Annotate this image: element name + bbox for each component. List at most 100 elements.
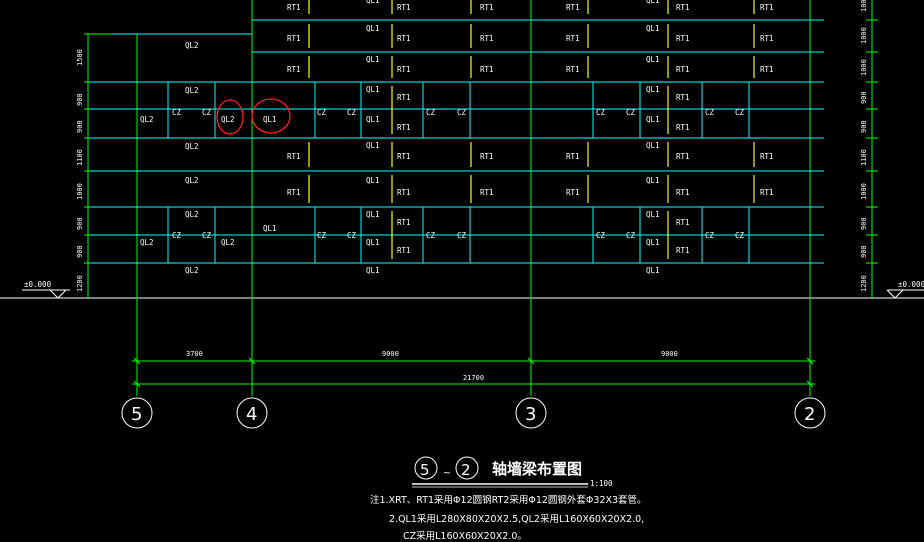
- vdim-8: 1200: [76, 275, 84, 292]
- elevation-left: ±0.000: [22, 280, 70, 299]
- ql1-label: QL1: [366, 210, 380, 219]
- title-axis-bubble-from: [414, 456, 438, 480]
- hdim-3700: 3700: [186, 350, 203, 358]
- ql1-label: QL1: [366, 24, 380, 33]
- ql2-label: QL2: [185, 266, 199, 275]
- axis-label-3: 3: [525, 404, 536, 425]
- title-tilde: ~: [443, 468, 451, 479]
- axis-bubble-3: [515, 397, 547, 429]
- rt1-label: RT1: [676, 3, 690, 12]
- highlight-marks: [216, 98, 291, 135]
- highlight-circle-ql2: [216, 99, 244, 135]
- wall-beams: [90, 19, 824, 264]
- ql2-labels: QL2 QL2 QL2 QL2 QL2 QL2 QL2 QL2 QL2 QL2: [140, 41, 235, 275]
- rt1-label: RT1: [397, 65, 411, 74]
- rt1-label: RT1: [676, 65, 690, 74]
- rt1-label: RT1: [397, 3, 411, 12]
- cz-label: CZ: [317, 108, 327, 117]
- ql1-label: QL1: [366, 55, 380, 64]
- rdim-9: 900: [860, 245, 868, 258]
- cz-label: CZ: [735, 108, 745, 117]
- cz-label: CZ: [705, 108, 715, 117]
- elevation-label-right: ±0.000: [898, 280, 924, 289]
- notes-block: 注1.XRT、RT1采用Φ12圆钢RT2采用Φ12圆钢外套Φ32X3套管。 2.…: [370, 494, 647, 542]
- ql1-label: QL1: [366, 176, 380, 185]
- ql1-label: QL1: [646, 210, 660, 219]
- vdim-7: 900: [76, 245, 84, 258]
- rt1-label: RT1: [287, 188, 301, 197]
- ql1-label: QL1: [366, 115, 380, 124]
- cz-label: CZ: [457, 231, 467, 240]
- rt1-label: RT1: [480, 188, 494, 197]
- drawing-title: 5 ~ 2 轴墙梁布置图 1:100: [412, 456, 613, 488]
- ql1-label: QL1: [646, 85, 660, 94]
- cz-label: CZ: [735, 231, 745, 240]
- vdim-1: 1500: [76, 49, 84, 66]
- rt1-label: RT1: [760, 34, 774, 43]
- ql1-label: QL1: [366, 141, 380, 150]
- right-dimension-chain: [866, 0, 878, 298]
- right-dimension-texts: 1000 1000 1000 900 900 1100 1000 900 900…: [860, 0, 868, 292]
- ql1-label: QL1: [366, 266, 380, 275]
- ql1-label: QL1: [646, 115, 660, 124]
- ql1-label: QL1: [366, 0, 380, 5]
- cz-label: CZ: [426, 108, 436, 117]
- ql1-labels: QL1 QL1 QL1 QL1 QL1 QL1 QL1 QL1 QL1 QL1 …: [263, 0, 660, 275]
- rdim-10: 1200: [860, 275, 868, 292]
- rt1-label: RT1: [760, 188, 774, 197]
- rt1-label: RT1: [397, 218, 411, 227]
- axis-bubbles: 5 4 3 2: [121, 397, 826, 429]
- cz-label: CZ: [172, 108, 182, 117]
- rt1-label: RT1: [397, 188, 411, 197]
- window-frames: [167, 82, 750, 263]
- ql2-label: QL2: [185, 142, 199, 151]
- rt1-label: RT1: [287, 34, 301, 43]
- rt1-label: RT1: [480, 152, 494, 161]
- ql1-label: QL1: [646, 0, 660, 5]
- ql1-label: QL1: [646, 266, 660, 275]
- cz-label: CZ: [626, 231, 636, 240]
- rdim-1: 1000: [860, 0, 868, 12]
- rt1-label: RT1: [397, 34, 411, 43]
- rt1-label: RT1: [287, 3, 301, 12]
- cz-label: CZ: [596, 231, 606, 240]
- hdim-9000-b: 9000: [661, 350, 678, 358]
- axis-label-4: 4: [246, 404, 257, 425]
- ql2-label: QL2: [185, 176, 199, 185]
- left-dimension-texts: 1500 900 900 1100 1000 900 900 1200: [76, 49, 84, 292]
- axis-grid-lines: [136, 0, 811, 396]
- tie-rods: [308, 0, 755, 259]
- rt1-label: RT1: [676, 246, 690, 255]
- horizontal-dimensions: [132, 357, 815, 388]
- rt1-label: RT1: [676, 93, 690, 102]
- rt1-label: RT1: [566, 34, 580, 43]
- rt1-label: RT1: [566, 3, 580, 12]
- axis-label-5: 5: [131, 404, 142, 425]
- title-scale: 1:100: [590, 479, 613, 488]
- rt1-label: RT1: [676, 123, 690, 132]
- ql1-label: QL1: [366, 238, 380, 247]
- ql1-label: QL1: [646, 141, 660, 150]
- ql2-label: QL2: [140, 238, 154, 247]
- rdim-7: 1000: [860, 183, 868, 200]
- hdim-total: 21700: [463, 374, 484, 382]
- cz-labels: CZ CZ CZ CZ CZ CZ CZ CZ CZ CZ CZ CZ CZ C…: [172, 108, 745, 240]
- rt1-label: RT1: [397, 152, 411, 161]
- cz-label: CZ: [626, 108, 636, 117]
- ql2-label: QL2: [185, 210, 199, 219]
- ql1-label-circled: QL1: [263, 115, 277, 124]
- ql1-label: QL1: [366, 85, 380, 94]
- cz-label: CZ: [317, 231, 327, 240]
- vdim-4: 1100: [76, 149, 84, 166]
- axis-bubble-4: [236, 397, 268, 429]
- note-line-1: 注1.XRT、RT1采用Φ12圆钢RT2采用Φ12圆钢外套Φ32X3套管。: [370, 494, 647, 506]
- ql1-label: QL1: [646, 176, 660, 185]
- cz-label: CZ: [347, 108, 357, 117]
- vdim-3: 900: [76, 120, 84, 133]
- title-axis-bubble-to: [455, 456, 479, 480]
- left-dimension-chain: [84, 33, 112, 298]
- title-axis-to: 2: [461, 461, 471, 479]
- rt1-label: RT1: [397, 93, 411, 102]
- cz-label: CZ: [172, 231, 182, 240]
- note-line-2: 2.QL1采用L280X80X20X2.5,QL2采用L160X60X20X2.…: [389, 514, 644, 525]
